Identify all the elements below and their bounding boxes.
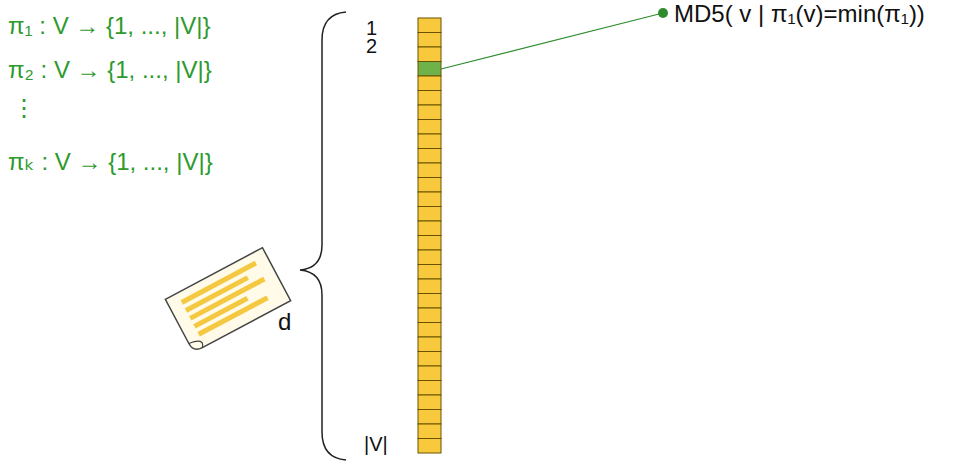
document-icon bbox=[165, 248, 290, 353]
vector-cell bbox=[418, 236, 441, 251]
vector-cell bbox=[418, 366, 441, 381]
vector-cell bbox=[418, 424, 441, 439]
permutation-label: πₖ : V → {1, ..., |V|} bbox=[8, 150, 213, 174]
vector-cell bbox=[418, 294, 441, 309]
leader-dot bbox=[658, 8, 668, 18]
vector-cell bbox=[418, 265, 441, 280]
vector-cell bbox=[418, 439, 441, 454]
vector-cell bbox=[418, 192, 441, 207]
vector-cell bbox=[418, 105, 441, 120]
vector-cell bbox=[418, 250, 441, 265]
hash-label: MD5( v | π₁(v)=min(π₁)) bbox=[674, 2, 925, 26]
index-label: 2 bbox=[366, 36, 377, 56]
vector-cell bbox=[418, 62, 441, 77]
vector-cell bbox=[418, 47, 441, 62]
vector-cell bbox=[418, 337, 441, 352]
vector-cell bbox=[418, 178, 441, 193]
index-label: 1 bbox=[366, 18, 377, 38]
document-label: d bbox=[278, 310, 291, 334]
leader-line bbox=[441, 13, 663, 69]
vector-cell bbox=[418, 323, 441, 338]
vector-cell bbox=[418, 149, 441, 164]
permutation-label: π₁ : V → {1, ..., |V|} bbox=[8, 14, 211, 38]
ellipsis: ⋮ bbox=[12, 96, 36, 120]
vector-cell bbox=[418, 352, 441, 367]
vector-cell bbox=[418, 163, 441, 178]
permutation-label: π₂ : V → {1, ..., |V|} bbox=[8, 58, 212, 82]
vector-cell bbox=[418, 221, 441, 236]
vector-cell bbox=[418, 395, 441, 410]
vector-cell bbox=[418, 410, 441, 425]
index-label: |V| bbox=[364, 434, 388, 454]
vector-cell bbox=[418, 381, 441, 396]
vector-cell bbox=[418, 18, 441, 33]
vector-cell bbox=[418, 279, 441, 294]
vector-cell bbox=[418, 308, 441, 323]
curly-brace bbox=[300, 12, 346, 460]
vector-cell bbox=[418, 76, 441, 91]
vector-cell bbox=[418, 120, 441, 135]
vector-cell bbox=[418, 134, 441, 149]
vector-cells bbox=[418, 18, 441, 453]
vector-cell bbox=[418, 91, 441, 106]
vector-cell bbox=[418, 33, 441, 48]
vector-cell bbox=[418, 207, 441, 222]
